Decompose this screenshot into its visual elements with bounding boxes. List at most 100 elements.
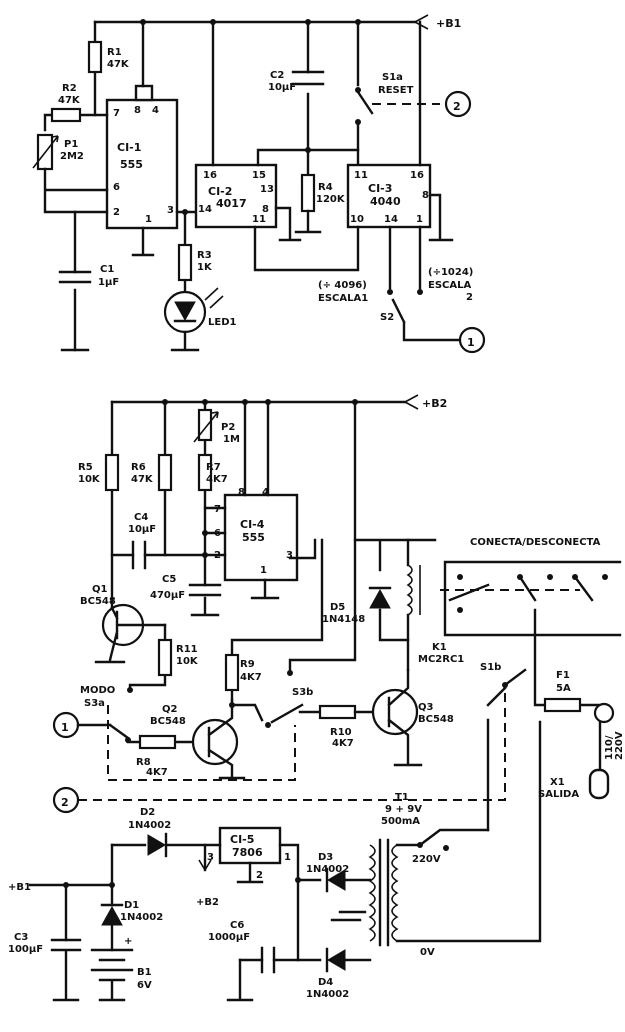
- svg-text:1: 1: [145, 214, 152, 225]
- rail-b1-label: +B1: [436, 17, 461, 30]
- svg-text:Q3: Q3: [418, 702, 434, 713]
- svg-text:470µF: 470µF: [150, 590, 185, 601]
- svg-text:1K: 1K: [197, 262, 213, 273]
- svg-text:BC548: BC548: [150, 716, 186, 727]
- svg-text:R10: R10: [330, 727, 352, 738]
- transistor-q3: [371, 688, 419, 736]
- svg-text:B1: B1: [137, 967, 152, 978]
- svg-text:(÷1024): (÷1024): [428, 267, 473, 278]
- svg-text:7: 7: [214, 504, 221, 515]
- svg-text:500mA: 500mA: [381, 816, 420, 827]
- svg-text:MC2RC1: MC2RC1: [418, 654, 464, 665]
- svg-text:R4: R4: [318, 182, 333, 193]
- svg-text:MODO: MODO: [80, 685, 115, 696]
- r1-value: 47K: [107, 59, 130, 70]
- svg-text:8: 8: [134, 105, 141, 116]
- svg-text:+B2: +B2: [196, 897, 219, 908]
- ci2-part: 4017: [216, 197, 247, 210]
- output-socket-x1: [588, 768, 610, 800]
- svg-text:47K: 47K: [131, 474, 154, 485]
- svg-text:1M: 1M: [223, 434, 240, 445]
- svg-text:2: 2: [466, 292, 473, 303]
- battery-b1: [90, 948, 134, 1002]
- svg-text:C5: C5: [162, 574, 176, 585]
- svg-text:Q2: Q2: [162, 704, 178, 715]
- ci3-name: CI-3: [368, 182, 392, 195]
- svg-text:LED1: LED1: [208, 317, 237, 328]
- ci1-name: CI-1: [117, 141, 141, 154]
- svg-text:R5: R5: [78, 462, 93, 473]
- svg-text:13: 13: [260, 184, 274, 195]
- svg-text:2: 2: [256, 870, 263, 881]
- svg-text:R9: R9: [240, 659, 255, 670]
- svg-text:10: 10: [350, 214, 364, 225]
- svg-text:1: 1: [260, 565, 267, 576]
- svg-text:14: 14: [384, 214, 398, 225]
- svg-text:BC548: BC548: [418, 714, 454, 725]
- ci2-name: CI-2: [208, 185, 232, 198]
- svg-text:C1: C1: [100, 264, 114, 275]
- svg-text:2: 2: [113, 207, 120, 218]
- svg-text:2M2: 2M2: [60, 151, 84, 162]
- potentiometer-p2: [197, 408, 213, 442]
- svg-text:8: 8: [422, 190, 429, 201]
- svg-text:R6: R6: [131, 462, 146, 473]
- svg-text:X1: X1: [550, 777, 565, 788]
- svg-text:1N4148: 1N4148: [322, 614, 365, 625]
- svg-text:4: 4: [262, 487, 269, 498]
- chip-ci1: [105, 98, 179, 230]
- connector-1-top: [458, 326, 486, 354]
- svg-text:K1: K1: [432, 642, 447, 653]
- svg-text:CI-5: CI-5: [230, 833, 254, 846]
- svg-text:P2: P2: [221, 422, 235, 433]
- svg-text:14: 14: [198, 204, 212, 215]
- svg-text:220V: 220V: [614, 731, 625, 760]
- svg-text:1: 1: [416, 214, 423, 225]
- resistor-r5: [104, 453, 120, 492]
- svg-text:4K7: 4K7: [240, 672, 262, 683]
- svg-text:S2: S2: [380, 312, 394, 323]
- svg-text:R3: R3: [197, 250, 212, 261]
- svg-text:3: 3: [167, 205, 174, 216]
- svg-text:16: 16: [203, 170, 217, 181]
- svg-text:1N4002: 1N4002: [306, 864, 349, 875]
- svg-text:CONECTA/DESCONECTA: CONECTA/DESCONECTA: [470, 537, 601, 548]
- svg-text:6: 6: [113, 182, 120, 193]
- resistor-r10: [318, 704, 357, 720]
- fuse-f1: [543, 697, 582, 713]
- svg-text:+: +: [124, 936, 132, 947]
- svg-text:S3a: S3a: [84, 698, 105, 709]
- svg-text:10K: 10K: [78, 474, 101, 485]
- svg-text:1N4002: 1N4002: [120, 912, 163, 923]
- svg-text:P1: P1: [64, 139, 78, 150]
- svg-text:SALIDA: SALIDA: [538, 789, 579, 800]
- resistor-r8: [138, 734, 177, 750]
- relay-coil: [406, 564, 413, 616]
- svg-text:R2: R2: [62, 83, 77, 94]
- svg-text:C4: C4: [134, 512, 148, 523]
- svg-text:F1: F1: [556, 670, 570, 681]
- resistor-r3: [177, 243, 193, 282]
- svg-text:ESCALA: ESCALA: [428, 280, 471, 291]
- svg-text:11: 11: [354, 170, 368, 181]
- chip-ci4: [223, 493, 299, 582]
- t1-primary: [391, 844, 399, 942]
- svg-text:+B2: +B2: [422, 397, 447, 410]
- svg-text:3: 3: [207, 852, 214, 863]
- svg-text:RESET: RESET: [378, 85, 414, 96]
- svg-text:4K7: 4K7: [332, 738, 354, 749]
- r1-name: R1: [107, 47, 122, 58]
- svg-text:2: 2: [453, 100, 461, 113]
- ci3-part: 4040: [370, 195, 401, 208]
- svg-text:4K7: 4K7: [206, 474, 228, 485]
- svg-text:D1: D1: [124, 900, 139, 911]
- t1-secondary: [368, 844, 376, 942]
- svg-text:ESCALA1: ESCALA1: [318, 293, 368, 304]
- ci1-part: 555: [120, 158, 143, 171]
- svg-text:D5: D5: [330, 602, 345, 613]
- svg-text:9 + 9V: 9 + 9V: [385, 804, 422, 815]
- resistor-r6: [157, 453, 173, 492]
- svg-text:15: 15: [252, 170, 266, 181]
- svg-text:Q1: Q1: [92, 584, 108, 595]
